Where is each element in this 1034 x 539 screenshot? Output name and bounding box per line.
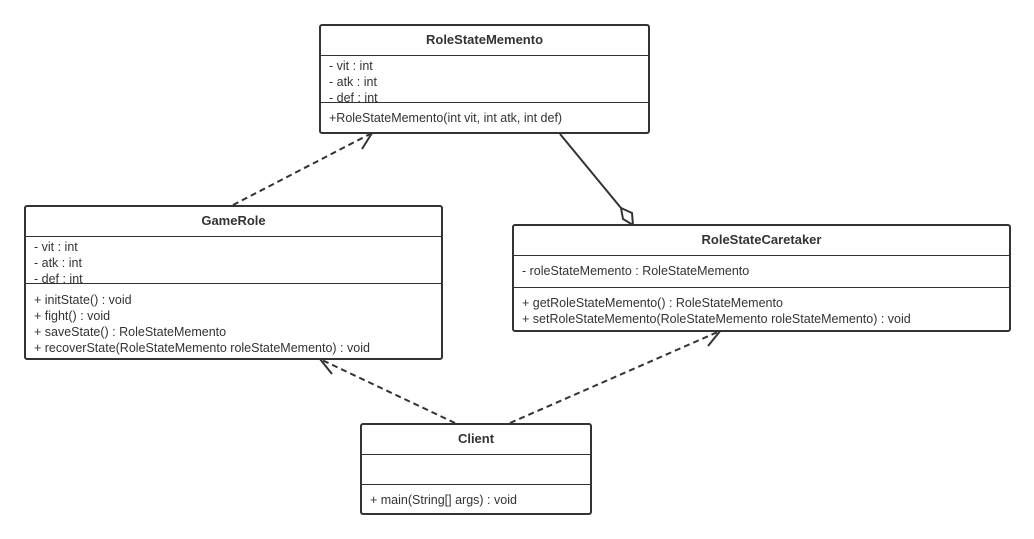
- attributes-section: - vit : int - atk : int - def : int: [321, 56, 648, 103]
- method: + saveState() : RoleStateMemento: [34, 325, 227, 339]
- attribute: - def : int: [329, 91, 378, 103]
- method: + getRoleStateMemento() : RoleStateMemen…: [522, 296, 783, 310]
- attribute: - roleStateMemento : RoleStateMemento: [522, 264, 750, 278]
- class-role-state-memento[interactable]: RoleStateMemento - vit : int - atk : int…: [319, 24, 650, 134]
- method: +RoleStateMemento(int vit, int atk, int …: [329, 111, 563, 125]
- attribute: - vit : int: [34, 240, 78, 254]
- method: + initState() : void: [34, 293, 132, 307]
- methods-section: + initState() : void + fight() : void + …: [26, 284, 441, 358]
- class-title: Client: [362, 425, 590, 455]
- method: + setRoleStateMemento(RoleStateMemento r…: [522, 312, 911, 326]
- attributes-section: [362, 455, 590, 485]
- class-title: RoleStateMemento: [321, 26, 648, 56]
- class-title: GameRole: [26, 207, 441, 237]
- attribute: - def : int: [34, 272, 83, 284]
- aggregation-caretaker-memento: [559, 133, 635, 227]
- methods-section: + getRoleStateMemento() : RoleStateMemen…: [514, 288, 1009, 329]
- attribute: - vit : int: [329, 59, 373, 73]
- class-game-role[interactable]: GameRole - vit : int - atk : int - def :…: [24, 205, 443, 360]
- attributes-section: - roleStateMemento : RoleStateMemento: [514, 256, 1009, 288]
- class-title: RoleStateCaretaker: [514, 226, 1009, 256]
- attribute: - atk : int: [329, 75, 377, 89]
- dependency-client-to-caretaker: [509, 328, 724, 424]
- dependency-client-to-gamerole: [317, 357, 456, 424]
- method: + fight() : void: [34, 309, 111, 323]
- dependency-gamerole-to-memento: [232, 132, 374, 206]
- methods-section: +RoleStateMemento(int vit, int atk, int …: [321, 103, 648, 128]
- attributes-section: - vit : int - atk : int - def : int: [26, 237, 441, 284]
- method: + main(String[] args) : void: [370, 493, 517, 507]
- class-client[interactable]: Client + main(String[] args) : void: [360, 423, 592, 515]
- methods-section: + main(String[] args) : void: [362, 485, 590, 510]
- method: + recoverState(RoleStateMemento roleStat…: [34, 341, 370, 355]
- class-role-state-caretaker[interactable]: RoleStateCaretaker - roleStateMemento : …: [512, 224, 1011, 332]
- attribute: - atk : int: [34, 256, 82, 270]
